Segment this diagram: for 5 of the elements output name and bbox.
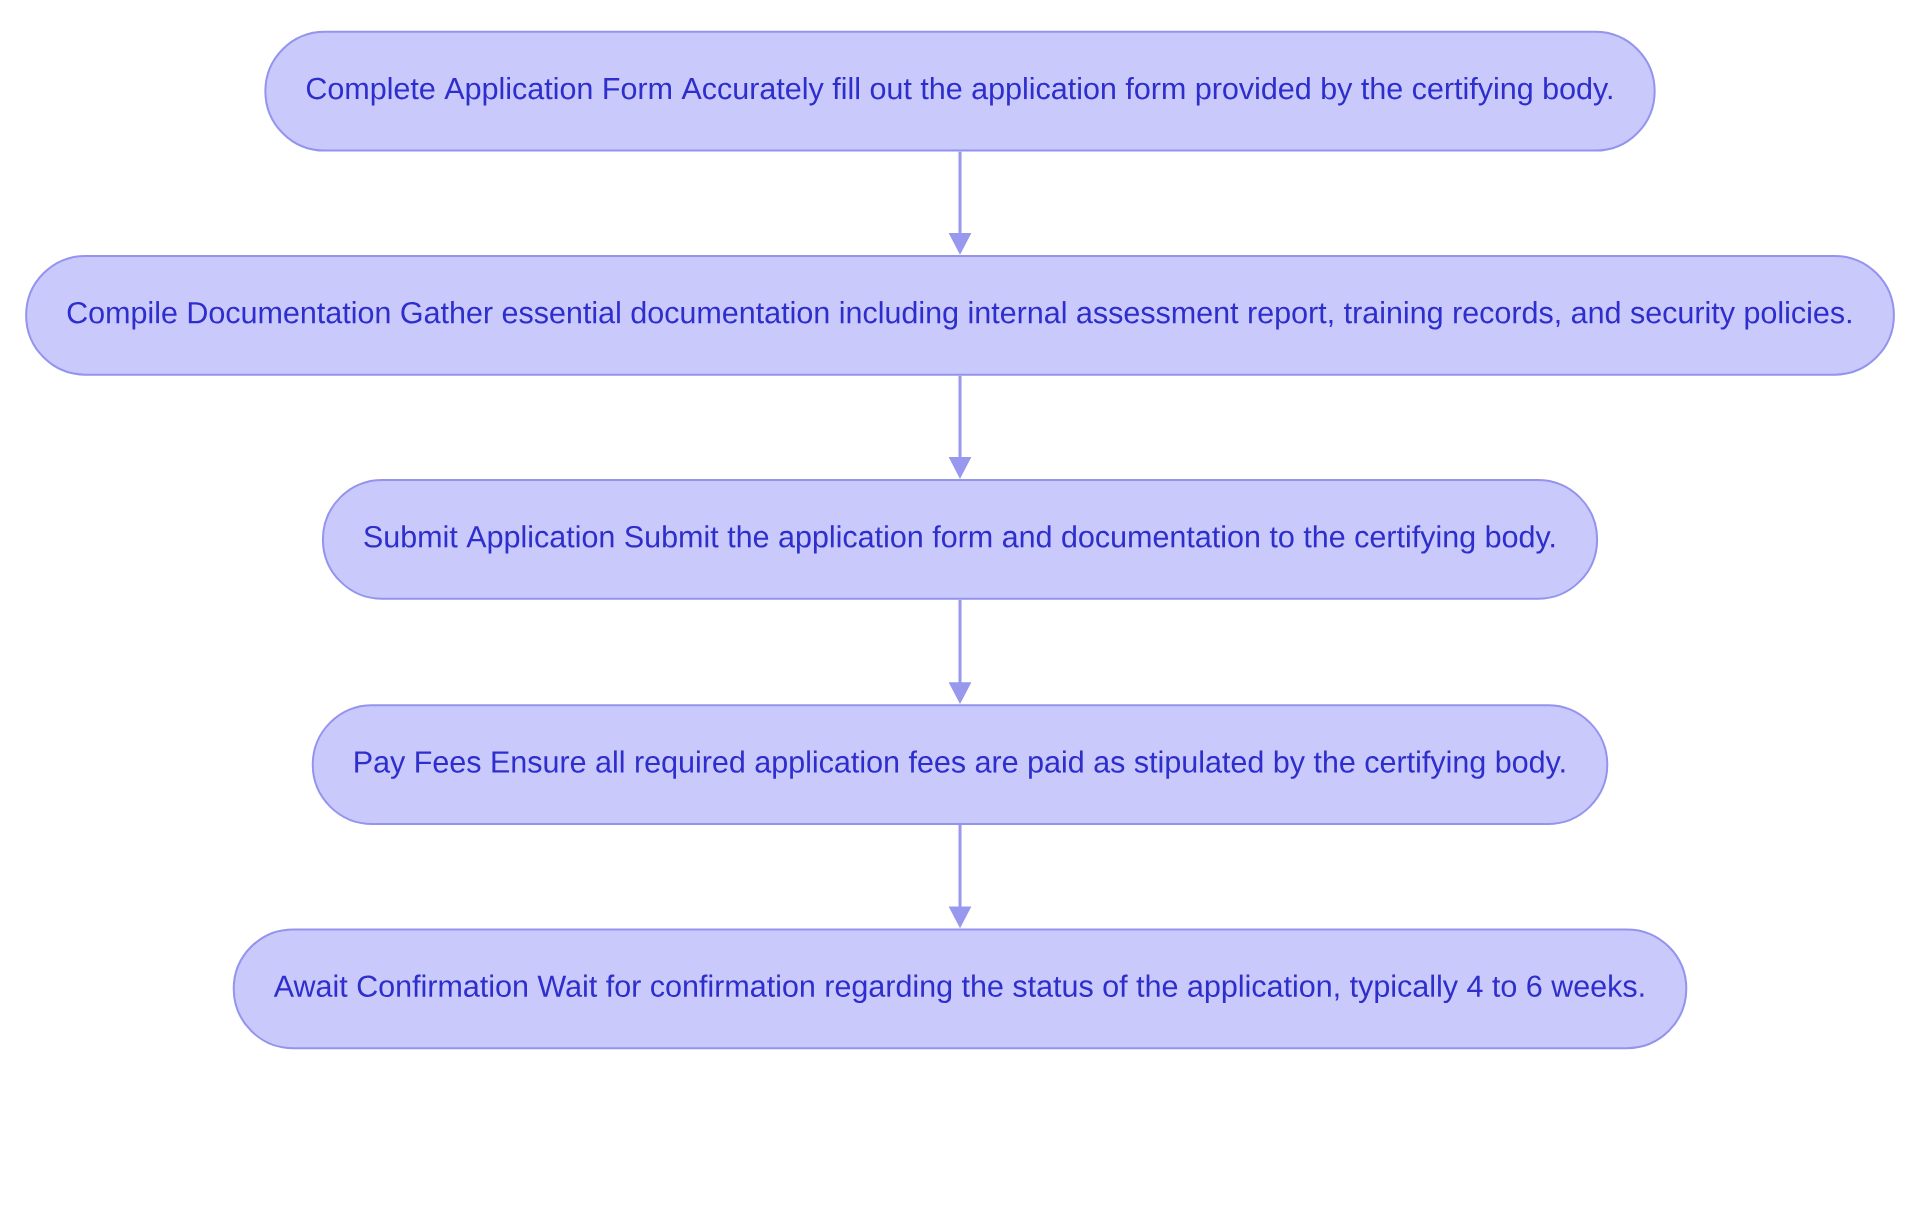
process-box: Complete Application Form Accurately fill out the application form provided by the certifying body.: [264, 30, 1656, 152]
process-box: Pay Fees Ensure all required application fees are paid as stipulated by the certifying body.: [311, 704, 1609, 825]
process-box: Compile Documentation Gather essential documentation including internal assessment report, training records, and security policies.: [25, 254, 1895, 376]
process-box: Submit Application Submit the application form and documentation to the certifying body.: [321, 479, 1599, 600]
process-box: Await Confirmation Wait for confirmation regarding the status of the application, typically 4 to 6 weeks.: [232, 928, 1688, 1050]
